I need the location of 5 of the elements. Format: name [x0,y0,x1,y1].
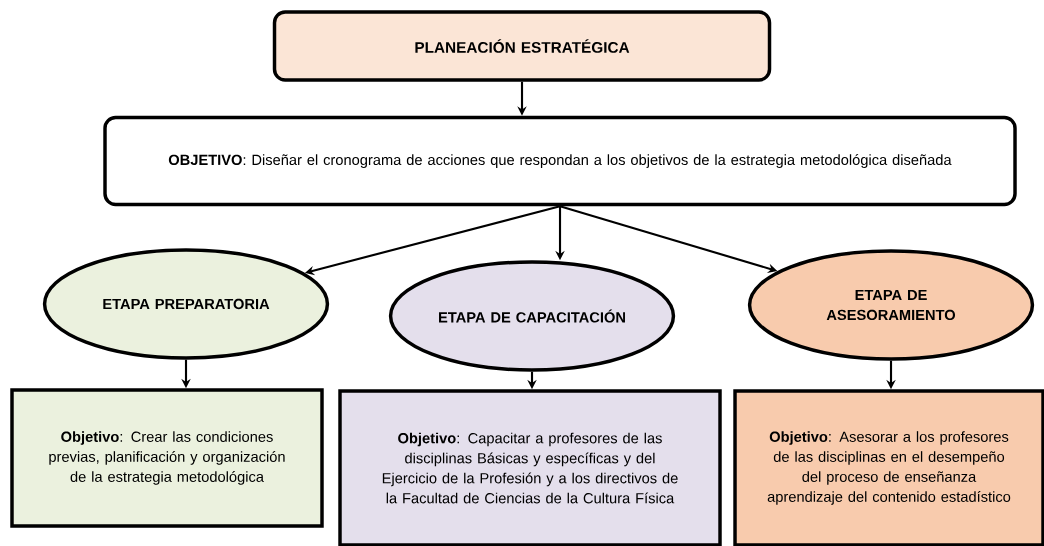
objective-box: Objetivo: Crear las condiciones previas, planificación y organización de la estrategia metodológica [10,388,324,528]
objective-box: OBJETIVO: Diseñar el cronograma de acciones que respondan a los objetivos de la estrategia metodológica diseñada [103,115,1017,207]
objective-box: Objetivo: Asesorar a los profesores de las disciplinas en el desempeño del proceso de enseñanza aprendizaje del contenido estadístico [733,389,1044,546]
title-box: PLANEACIÓN ESTRATÉGICA [272,10,772,82]
objective-box: Objetivo: Capacitar a profesores de las disciplinas Básicas y específicas y del Ejercicio de la Profesión y a los directivos de la Facultad de Ciencias de la Cultura Física [338,389,722,546]
